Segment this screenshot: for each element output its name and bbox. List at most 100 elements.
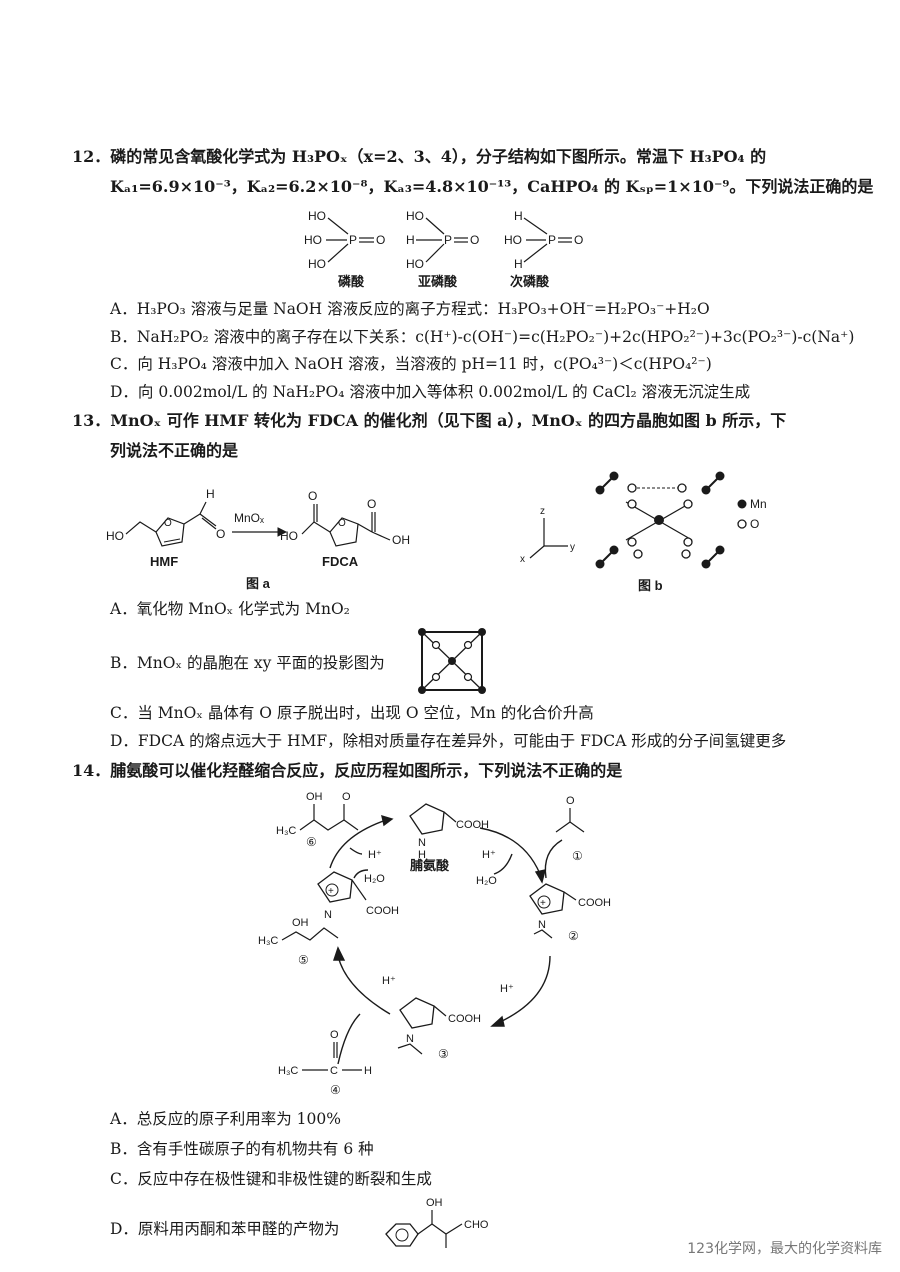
q14-option-c: C．反应中存在极性键和非极性键的断裂和生成 xyxy=(110,1170,432,1188)
svg-text:O: O xyxy=(470,233,479,247)
svg-text:O: O xyxy=(376,233,385,247)
svg-text:+: + xyxy=(540,898,546,909)
q13-option-c: C．当 MnOₓ 晶体有 O 原子脱出时，出现 O 空位，Mn 的化合价升高 xyxy=(110,704,594,722)
fdca-structure: HO O O O OH FDCA xyxy=(280,489,410,569)
svg-text:P: P xyxy=(548,233,556,247)
q13-stem-line2: 列说法不正确的是 xyxy=(110,441,239,460)
svg-text:O: O xyxy=(338,518,346,529)
svg-text:z: z xyxy=(540,506,545,517)
svg-text:COOH: COOH xyxy=(578,897,611,909)
q12-option-b: B．NaH₂PO₂ 溶液中的离子存在以下关系：c(H⁺)-c(OH⁻)=c(H₂… xyxy=(110,328,855,346)
proline-label: 脯氨酸 xyxy=(410,858,450,873)
figure-a-reaction: HO O H O HMF MnOₓ HO O O O OH FDCA 图 a xyxy=(106,487,410,591)
step-4-label: ④ xyxy=(330,1083,341,1097)
q12-option-d: D．向 0.002mol/L 的 NaH₂PO₄ 溶液中加入等体积 0.002m… xyxy=(110,383,751,401)
svg-text:O: O xyxy=(574,233,583,247)
svg-text:HO: HO xyxy=(308,209,326,223)
q14-option-d: D．原料用丙酮和苯甲醛的产物为 xyxy=(110,1220,340,1238)
q14-option-b: B．含有手性碳原子的有机物共有 6 种 xyxy=(110,1140,374,1158)
svg-text:P: P xyxy=(444,233,452,247)
aldol-product-structure-6: OH O H₃C ⑥ xyxy=(276,791,359,849)
svg-text:O: O xyxy=(330,1029,339,1041)
legend-mn: Mn xyxy=(750,497,767,511)
svg-text:N: N xyxy=(418,837,426,849)
step-5-label: ⑤ xyxy=(298,953,309,967)
svg-text:H₃C: H₃C xyxy=(276,825,296,837)
step-6-label: ⑥ xyxy=(306,835,317,849)
hypophosphorous-acid-structure: H HO H P O xyxy=(504,209,583,271)
svg-text:HO: HO xyxy=(280,529,298,543)
enamine-structure-3: N COOH ③ xyxy=(397,997,481,1061)
svg-text:N: N xyxy=(324,909,332,921)
q13-option-a: A．氧化物 MnOₓ 化学式为 MnO₂ xyxy=(110,600,350,618)
atoms xyxy=(595,471,725,569)
q13-option-d: D．FDCA 的熔点远大于 HMF，除相对质量存在差异外，可能由于 FDCA 形… xyxy=(110,732,787,750)
cycle-arrows xyxy=(329,814,563,1065)
catalyst-label: MnOₓ xyxy=(234,511,264,525)
svg-text:COOH: COOH xyxy=(448,1013,481,1025)
fdca-label: FDCA xyxy=(322,554,359,569)
svg-text:H₂O: H₂O xyxy=(476,875,497,887)
svg-text:C: C xyxy=(330,1065,338,1077)
label-phosphorous-acid: 亚磷酸 xyxy=(418,274,458,289)
q14-catalytic-cycle: N H COOH 脯氨酸 O ① + COOH N ② N COOH ③ O H… xyxy=(258,791,611,1097)
iminium-structure-2: + COOH N ② xyxy=(529,883,611,943)
q14-option-a: A．总反应的原子利用率为 100% xyxy=(110,1110,341,1128)
label-hypophosphorous-acid: 次磷酸 xyxy=(510,274,550,289)
iminium-adduct-structure-5: + COOH N OH H₃C ⑤ xyxy=(258,871,399,967)
svg-text:OH: OH xyxy=(306,791,323,803)
legend-o: O xyxy=(750,517,759,531)
q13-option-b: B．MnOₓ 的晶胞在 xy 平面的投影图为 xyxy=(110,654,385,672)
svg-text:O: O xyxy=(308,489,317,503)
step-1-label: ① xyxy=(572,849,583,863)
figure-b-caption: 图 b xyxy=(638,578,663,593)
hmf-structure: HO O H O HMF xyxy=(106,487,225,569)
svg-text:+: + xyxy=(328,886,334,897)
svg-text:N: N xyxy=(406,1033,414,1045)
svg-text:HO: HO xyxy=(304,233,322,247)
label-phosphoric-acid: 磷酸 xyxy=(338,274,365,289)
svg-text:OH: OH xyxy=(426,1197,443,1209)
figure-a-caption: 图 a xyxy=(246,576,271,591)
svg-text:OH: OH xyxy=(292,917,309,929)
svg-text:H⁺: H⁺ xyxy=(382,975,396,987)
acetone-structure: O ① xyxy=(555,795,585,863)
q12-stem-line1: 12．磷的常见含氧酸化学式为 H₃POₓ（x=2、3、4），分子结构如下图所示。… xyxy=(72,147,767,166)
q12-option-c: C．向 H₃PO₄ 溶液中加入 NaOH 溶液，当溶液的 pH=11 时，c(P… xyxy=(110,355,712,373)
svg-text:H: H xyxy=(418,849,426,861)
svg-text:H: H xyxy=(514,209,523,223)
figure-b-unit-cell: z y x Mn O 图 b xyxy=(520,471,767,593)
legend: Mn O xyxy=(737,497,767,531)
svg-text:HO: HO xyxy=(406,257,424,271)
svg-text:H⁺: H⁺ xyxy=(368,849,382,861)
hmf-label: HMF xyxy=(150,554,178,569)
svg-text:H⁺: H⁺ xyxy=(482,849,496,861)
axes-icon: z y x xyxy=(520,506,575,565)
xy-projection-figure xyxy=(418,628,486,694)
svg-text:H: H xyxy=(364,1065,372,1077)
svg-text:HO: HO xyxy=(504,233,522,247)
option-d-product-structure: OH CHO xyxy=(385,1197,489,1248)
svg-text:HO: HO xyxy=(406,209,424,223)
q12-stem-line2: Kₐ₁=6.9×10⁻³，Kₐ₂=6.2×10⁻⁸，Kₐ₃=4.8×10⁻¹³，… xyxy=(110,177,874,196)
svg-text:x: x xyxy=(520,554,525,565)
proline-structure: N H COOH 脯氨酸 xyxy=(409,803,489,873)
svg-text:O: O xyxy=(367,497,376,511)
svg-text:O: O xyxy=(164,518,172,529)
svg-text:H: H xyxy=(206,487,215,501)
svg-text:H: H xyxy=(514,257,523,271)
svg-text:HO: HO xyxy=(106,529,124,543)
q13-stem-line1: 13．MnOₓ 可作 HMF 转化为 FDCA 的催化剂（见下图 a），MnOₓ… xyxy=(72,411,787,430)
svg-text:HO: HO xyxy=(308,257,326,271)
svg-text:P: P xyxy=(349,233,357,247)
svg-text:H: H xyxy=(406,233,415,247)
svg-text:O: O xyxy=(216,527,225,541)
phosphorous-acid-structure: HO H HO P O xyxy=(406,209,479,271)
q12-option-a: A．H₃PO₃ 溶液与足量 NaOH 溶液反应的离子方程式：H₃PO₃+OH⁻=… xyxy=(110,300,710,318)
step-3-label: ③ xyxy=(438,1047,449,1061)
phosphoric-acid-structure: HO HO HO P O xyxy=(304,209,385,271)
q12-structures: HO HO HO P O HO H HO P O H HO H P O 磷酸 亚… xyxy=(304,209,583,289)
q14-stem: 14．脯氨酸可以催化羟醛缩合反应，反应历程如图所示，下列说法不正确的是 xyxy=(72,761,623,780)
svg-text:O: O xyxy=(342,791,351,803)
svg-text:COOH: COOH xyxy=(366,905,399,917)
